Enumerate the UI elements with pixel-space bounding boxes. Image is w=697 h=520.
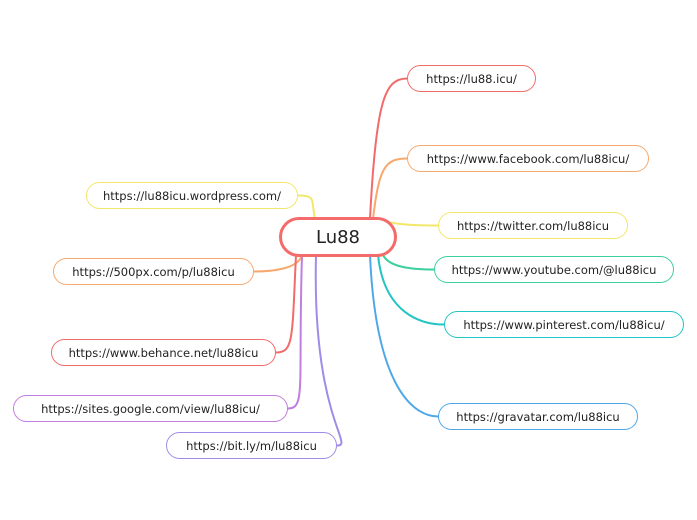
topic-wordpress[interactable]: https://lu88icu.wordpress.com/ (86, 182, 298, 209)
connector-line (377, 254, 445, 326)
topic-gravatar[interactable]: https://gravatar.com/lu88icu (438, 403, 638, 430)
connector-line (382, 254, 435, 271)
topic-youtube[interactable]: https://www.youtube.com/@lu88icu (434, 256, 674, 283)
topic-facebook[interactable]: https://www.facebook.com/lu88icu/ (407, 145, 649, 172)
connector-line (275, 254, 297, 354)
topic-lu88-icu[interactable]: https://lu88.icu/ (407, 65, 536, 92)
connector-line (297, 194, 316, 220)
topic-pinterest[interactable]: https://www.pinterest.com/lu88icu/ (444, 311, 684, 338)
topic-bitly[interactable]: https://bit.ly/m/lu88icu (166, 432, 337, 459)
topic-google-sites[interactable]: https://sites.google.com/view/lu88icu/ (13, 395, 288, 422)
topic-500px[interactable]: https://500px.com/p/lu88icu (53, 258, 254, 285)
connector-line (314, 254, 343, 447)
connector-line (372, 157, 408, 220)
connector-line (369, 254, 439, 418)
connector-line (253, 254, 303, 273)
connector-line (287, 254, 303, 410)
topic-behance[interactable]: https://www.behance.net/lu88icu (51, 339, 276, 366)
topic-twitter[interactable]: https://twitter.com/lu88icu (438, 212, 628, 239)
central-topic[interactable]: Lu88 (279, 217, 397, 257)
connector-line (369, 77, 408, 220)
